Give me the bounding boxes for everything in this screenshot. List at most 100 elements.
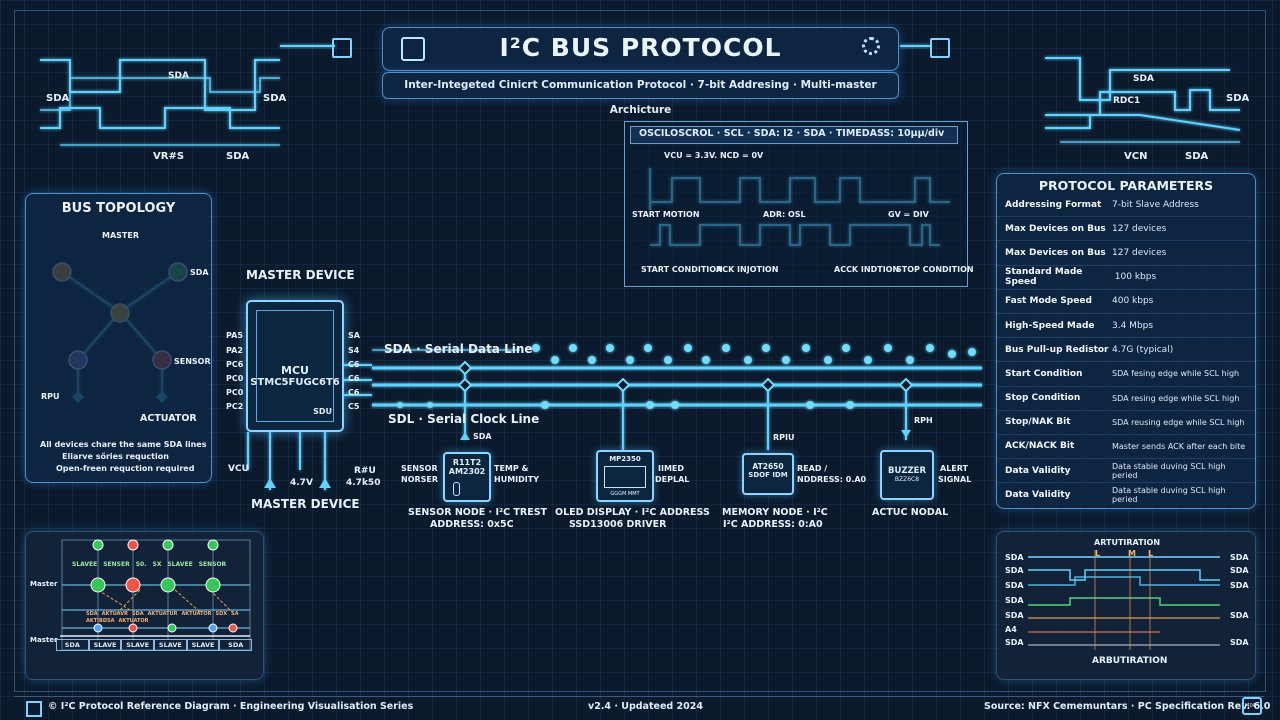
master-right-pin-5: C6 [348,388,360,397]
master-right-pin-4: C6 [348,374,360,383]
protocol-parameters-panel: PROTOCOL PARAMETERS Addressing Format 7-b… [996,173,1256,509]
buzzer-chip-line-1: BUZZER [887,466,927,476]
param-key: High-Speed Made [1005,320,1095,331]
param-key: Data Validity [1005,489,1071,500]
slave-cell: SLAVE [121,639,155,651]
master-voltage: 4.7V [290,478,313,488]
multi-slave-mid-row: SDA AKTUAVR SDA AKTUATUR AKTUATOR SDX SA… [86,611,251,624]
param-value: 4.7G (typical) [1112,344,1174,355]
multi-slave-bottom-row: SDA SLAVE SLAVE SLAVE SLAVE SDA [56,639,253,651]
slave-cell: SLAVE [88,639,122,651]
memory-chip-line-1: AT2650 [752,462,784,471]
osc-label-acck-indtion: ACCK INDTION [834,265,900,274]
arb-mark-1: L [1095,549,1101,558]
display-screen-text: GGGM MMT [610,491,640,497]
osc-header-text: OSCILOSCROL · SCL · SDA: I2 · SDA · TIME… [639,128,945,139]
param-key: Max Devices on Bus [1005,247,1106,258]
master-legs [247,432,326,490]
subtitle-panel: Inter-Integeted Cinicrt Communication Pr… [382,72,899,116]
gear-icon [862,37,880,55]
osc-label-stop-condition: STOP CONDITION [896,265,974,274]
mid-row-label: AKTUATOR [181,611,212,617]
master-right-pin-6: C5 [348,402,360,411]
multi-slave-top-row: SLAVEE SENSER S0. SX SLAVEE SENSOR [72,561,250,568]
mid-row-label: SDA [131,611,144,617]
slave-cell: SLAVE [154,639,187,651]
osc-label-start-condition: START CONDITION [641,265,723,274]
multi-slave-master-1: Master [30,580,58,588]
arb-left-6: A4 [1005,625,1017,634]
topology-label-rpu: RPU [41,392,60,401]
buzzer-right-2: SIGNAL [938,475,972,484]
arb-left-3: SDA [1005,581,1024,590]
param-key: Bus Pull-up Redistor [1005,344,1109,355]
arbitration-title-bottom: ARBUTIRATION [1092,656,1168,666]
top-row-label: S0. [135,561,147,568]
sensor-left-1: SENSOR [401,464,438,473]
arb-left-2: SDA [1005,566,1024,575]
param-row: Addressing Format 7-bit Slave Address [997,193,1255,218]
buzzer-right-1: ALERT [940,464,969,473]
display-chip: MP2350 GGGM MMT [596,450,654,502]
topology-label-actuator: ACTUATOR [140,413,197,424]
param-value: Master sends ACK after each bite [1112,441,1246,451]
memory-rpu-tag: RPIU [773,433,795,442]
mid-row-label: AKTUATUR [147,611,178,617]
mcu-chip: MCU STMC5FUGC6T6 SDU [246,300,344,432]
param-key: Max Devices on Bus [1005,223,1106,234]
sensor-sda-tag: SDA [473,432,492,441]
oscilloscope-panel [624,121,968,287]
page-subtitle: Inter-Integeted Cinicrt Communication Pr… [404,79,877,116]
topology-label-master: MASTER [102,231,139,240]
param-value: Data stable duving SCL high peried [1112,485,1226,504]
osc-label-adr: ADR: OSL [763,210,806,219]
title-chip-icon [401,37,425,61]
mcu-label: MCU [281,364,309,377]
memory-caption-1: MEMORY NODE · I²C [722,507,828,518]
master-right-pin-3: C6 [348,360,360,369]
display-caption-1: OLED DISPLAY · I²C ADDRESS [555,507,710,518]
param-row: Data Validity Data stable duving SCL high… [997,483,1255,506]
param-value: 127 devices [1112,223,1167,234]
tr-label-sda-2: SDA [1226,93,1250,104]
mcu-part-number: STMC5FUGC6T6 [250,377,340,388]
chip-icon-left [332,38,352,58]
param-key: Stop/NAK Bit [1005,417,1071,428]
topology-label-sda: SDA [190,268,209,277]
param-value: SDA resing edge while SCL high [1112,393,1240,403]
timing-wave-tr-1 [1045,57,1230,101]
master-right-pin-2: S4 [348,346,360,355]
arbitration-title-top: ARTUTIRATION [1094,538,1161,547]
display-screen-icon [604,466,646,488]
sensor-right-1: TEMP & [494,464,529,473]
parameters-table: Addressing Format 7-bit Slave Address Max… [997,193,1255,506]
arb-left-7: SDA [1005,638,1024,647]
oscilloscope-header: OSCILOSCROL · SCL · SDA: I2 · SDA · TIME… [630,126,958,144]
mid-row-label: SDX [215,611,228,617]
master-left-pin-2: PA2 [226,346,243,355]
master-arrows [264,430,911,488]
param-key: Data Validity [1005,465,1071,476]
sensor-thermometer-icon [453,482,460,496]
master-bottom-label: MASTER DEVICE [251,497,360,511]
param-key: Addressing Format [1005,199,1102,210]
osc-label-start-motion: START MOTION [632,210,700,219]
footer-bar: © I²C Protocol Reference Diagram · Engin… [14,696,1270,719]
topology-note-1: All devices chare the same SDA lines [40,440,207,449]
outer-frame [14,10,1266,692]
protocol-parameters-title: PROTOCOL PARAMETERS [1038,178,1214,193]
tr-label-sda-3: SDA [1185,151,1209,162]
master-rpu: R#U [354,466,376,476]
top-row-label: SENSOR [198,561,227,568]
buzzer-chip-line-2: BZZ6C8 [894,476,920,483]
param-value: 7-bit Slave Address [1112,199,1199,210]
param-value: SDA fesing edge while SCL high [1112,369,1240,379]
master-left-pin-6: PC2 [226,402,244,411]
multi-slave-master-2: Master [30,636,58,644]
tl-label-sda-4: SDA [226,151,250,162]
